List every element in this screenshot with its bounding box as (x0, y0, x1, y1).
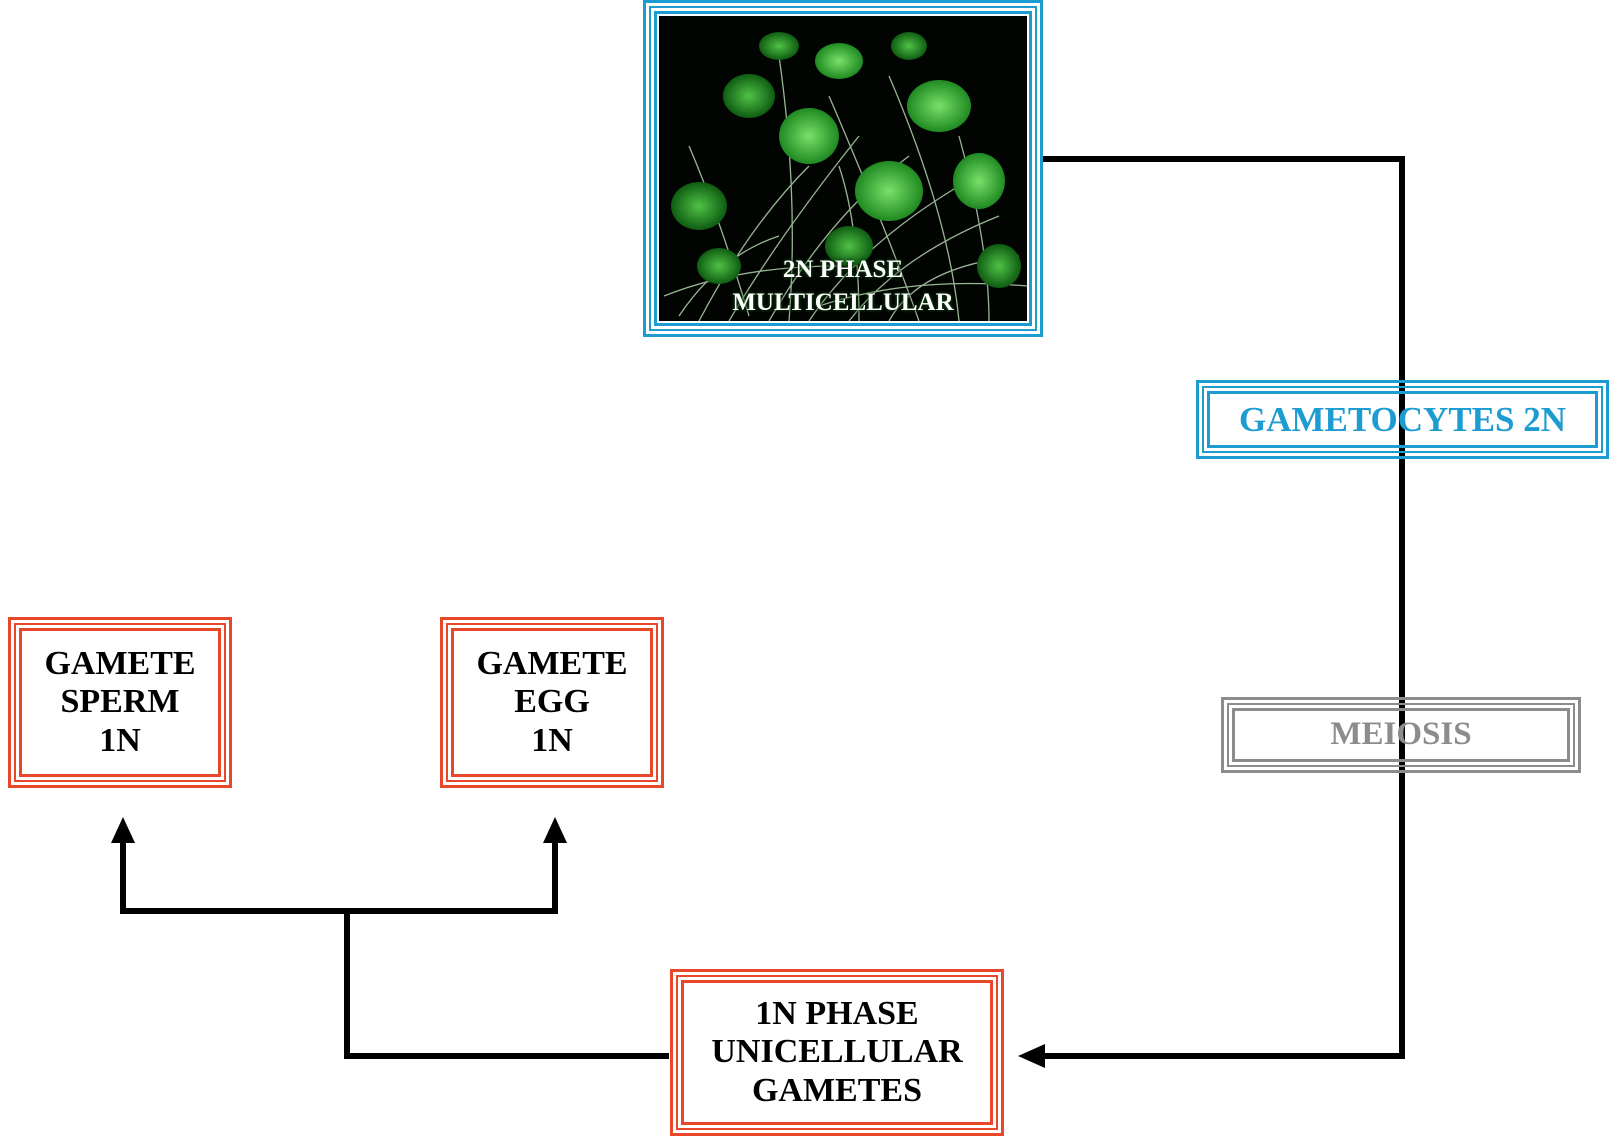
meiosis-label: MEIOSIS (1330, 716, 1472, 753)
gametocytes-node: GAMETOCYTES 2N (1196, 380, 1609, 459)
gamete-egg-node: GAMETE EGG 1N (440, 617, 664, 788)
diploid-phase-node: 2N PHASE MULTICELLULAR (643, 0, 1043, 337)
gamete-egg-inner-border (451, 628, 653, 777)
gamete-sperm-inner-border (19, 628, 221, 777)
connector-gamete-branch (120, 840, 558, 914)
haploid-phase-inner-border (681, 980, 993, 1125)
plant-illustration (659, 16, 1027, 321)
meiosis-node: MEIOSIS (1221, 697, 1581, 773)
haploid-phase-label: 1N PHASE UNICELLULAR GAMETES (711, 994, 963, 1109)
arrowhead-to-egg (543, 817, 567, 843)
arrowhead-to-sperm (111, 817, 135, 843)
gametocytes-label: GAMETOCYTES 2N (1238, 399, 1567, 439)
meiosis-inner-border (1232, 708, 1570, 762)
gamete-egg-label: GAMETE EGG 1N (476, 644, 628, 759)
connector-haploid-to-gametes (344, 908, 669, 1059)
haploid-phase-node: 1N PHASE UNICELLULAR GAMETES (670, 969, 1004, 1136)
green-plant-photo: 2N PHASE MULTICELLULAR (659, 16, 1027, 321)
gamete-sperm-node: GAMETE SPERM 1N (8, 617, 232, 788)
arrowhead-to-haploid-phase (1018, 1044, 1045, 1068)
gamete-sperm-label: GAMETE SPERM 1N (44, 644, 196, 759)
connector-photo-to-meiosis (1037, 156, 1405, 1059)
gametocytes-inner-border (1207, 391, 1598, 448)
diploid-phase-inner-border (654, 11, 1032, 326)
diploid-phase-caption: 2N PHASE MULTICELLULAR (732, 256, 954, 316)
